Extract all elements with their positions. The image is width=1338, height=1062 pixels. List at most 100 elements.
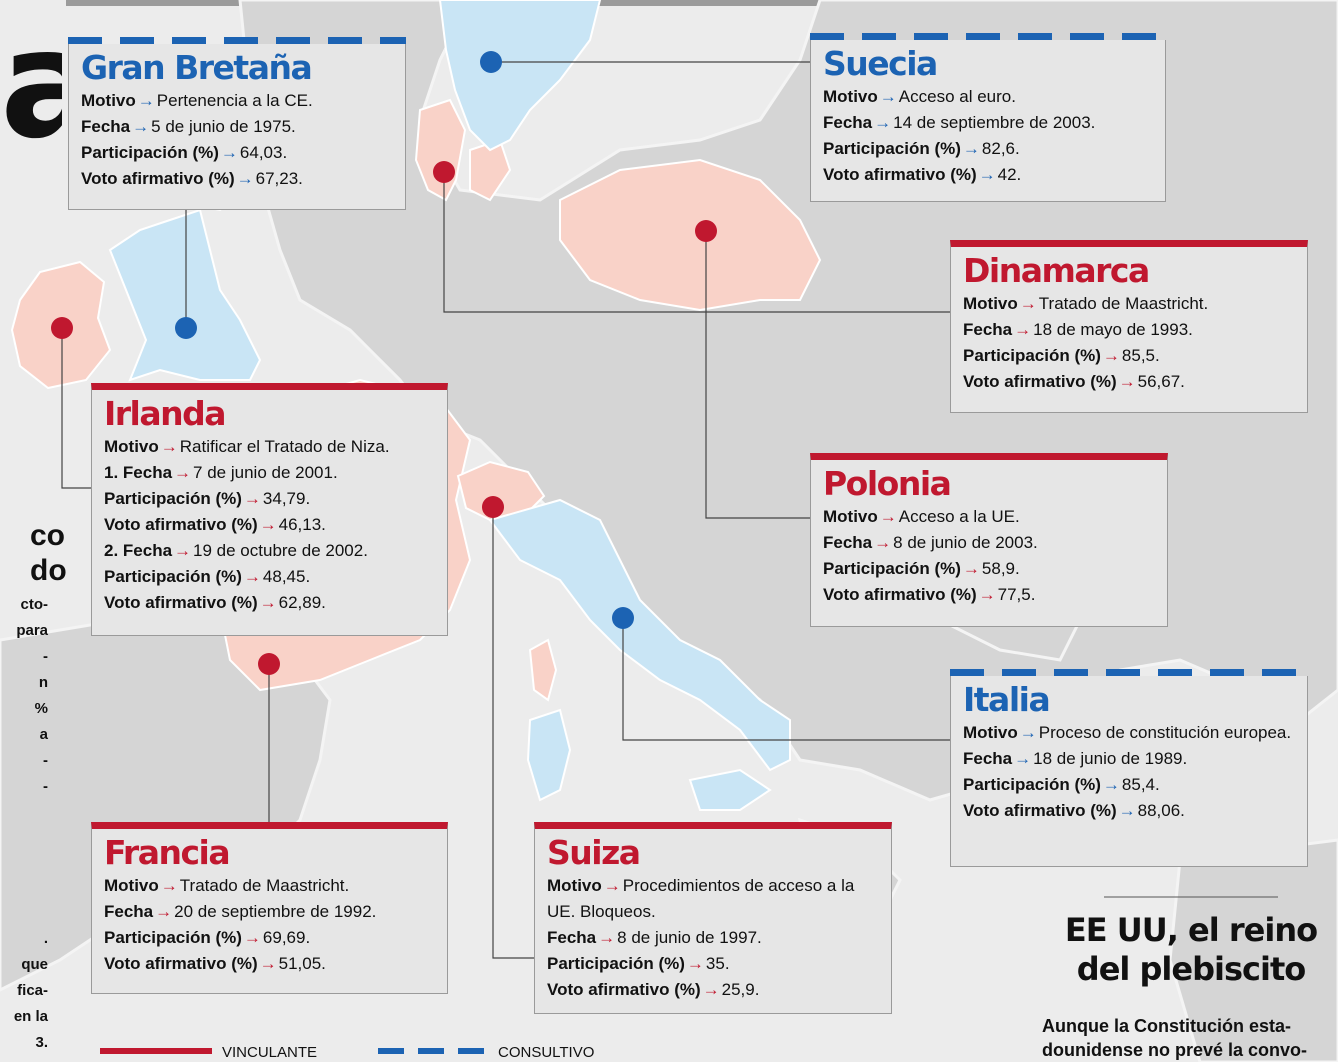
box-dinamarca: Dinamarca Motivo→Tratado de Maastricht. … (950, 240, 1308, 413)
arrow-icon: → (879, 507, 897, 526)
arrow-icon: → (220, 143, 238, 162)
label-motivo: Motivo (823, 87, 878, 106)
arrow-icon: → (598, 928, 616, 947)
label-voto: Voto afirmativo (%) (547, 980, 701, 999)
row-voto-1: Voto afirmativo (%)→46,13. (104, 512, 435, 538)
value-fecha: 18 de junio de 1989. (1033, 749, 1188, 768)
row-fecha-1: 1. Fecha→7 de junio de 2001. (104, 460, 435, 486)
island-sardinia (526, 708, 572, 802)
row-voto: Voto afirmativo (%)→25,9. (547, 977, 879, 1003)
article-body-line-1: Aunque la Constitución esta- (1042, 1016, 1292, 1036)
box-irlanda: Irlanda Motivo→Ratificar el Tratado de N… (91, 383, 448, 636)
row-voto: Voto afirmativo (%)→67,23. (81, 166, 393, 192)
row-participacion-2: Participación (%)→48,45. (104, 564, 435, 590)
row-motivo: Motivo→Acceso al euro. (823, 84, 1153, 110)
legend-vinculante-swatch (100, 1048, 212, 1054)
arrow-icon: → (174, 463, 192, 482)
island-corsica (528, 638, 558, 702)
box-title: Irlanda (104, 394, 227, 433)
value-participacion: 64,03. (239, 143, 288, 162)
arrow-icon: → (137, 91, 155, 110)
row-fecha: Fecha→20 de septiembre de 1992. (104, 899, 435, 925)
value-fecha: 20 de septiembre de 1992. (174, 902, 377, 921)
row-fecha: Fecha→8 de junio de 2003. (823, 530, 1155, 556)
arrow-icon: → (1118, 801, 1136, 820)
value-participacion: 85,4. (1121, 775, 1160, 794)
left-text-line: en la (13, 1008, 48, 1025)
left-big-letter: a (0, 10, 62, 160)
arrow-icon: → (160, 876, 178, 895)
label-voto: Voto afirmativo (%) (963, 372, 1117, 391)
label-fecha: Fecha (963, 320, 1013, 339)
marker-gran-bretana (175, 317, 197, 339)
marker-dinamarca (433, 161, 455, 183)
arrow-icon: → (1014, 320, 1032, 339)
row-fecha: Fecha→8 de junio de 1997. (547, 925, 879, 951)
value-voto: 25,9. (721, 980, 760, 999)
box-title: Francia (104, 833, 231, 872)
box-title: Italia (963, 680, 1051, 719)
label-participacion: Participación (%) (81, 143, 219, 162)
value-voto: 77,5. (997, 585, 1036, 604)
label-voto-1: Voto afirmativo (%) (104, 515, 258, 534)
arrow-icon: → (702, 980, 720, 999)
left-text-line: a (39, 726, 48, 743)
article-body-line-2: dounidense no prevé la convo- (1042, 1040, 1308, 1060)
article-title-line-2: del plebiscito (1076, 950, 1306, 988)
label-voto-2: Voto afirmativo (%) (104, 593, 258, 612)
legend-vinculante-label: VINCULANTE (222, 1044, 318, 1061)
arrow-icon: → (603, 876, 621, 895)
arrow-icon: → (236, 169, 254, 188)
value-motivo: Acceso al euro. (898, 87, 1016, 106)
value-fecha: 5 de junio de 1975. (151, 117, 296, 136)
value-voto: 88,06. (1137, 801, 1185, 820)
row-voto: Voto afirmativo (%)→51,05. (104, 951, 435, 977)
box-suiza: Suiza Motivo→Procedimientos de acceso a … (534, 822, 892, 1014)
label-voto: Voto afirmativo (%) (963, 801, 1117, 820)
arrow-icon: → (1019, 723, 1037, 742)
label-fecha: Fecha (81, 117, 131, 136)
box-title: Dinamarca (963, 251, 1150, 290)
leader-dinamarca (443, 172, 950, 313)
country-italy (488, 498, 791, 772)
box-suecia: Suecia Motivo→Acceso al euro. Fecha→14 d… (810, 33, 1166, 202)
article-title-line-1: EE UU, el reino (1064, 911, 1318, 949)
row-participacion: Participación (%)→69,69. (104, 925, 435, 951)
left-text-line: . (43, 930, 48, 947)
value-motivo: Acceso a la UE. (898, 507, 1020, 526)
arrow-icon: → (1118, 372, 1136, 391)
row-fecha: Fecha→5 de junio de 1975. (81, 114, 393, 140)
arrow-icon: → (259, 593, 277, 612)
row-voto: Voto afirmativo (%)→88,06. (963, 798, 1295, 824)
row-motivo: Motivo→Tratado de Maastricht. (104, 873, 435, 899)
box-italia: Italia Motivo→Proceso de constitución eu… (950, 669, 1308, 867)
label-participacion: Participación (%) (547, 954, 685, 973)
row-motivo: Motivo→Acceso a la UE. (823, 504, 1155, 530)
row-participacion: Participación (%)→85,5. (963, 343, 1295, 369)
row-motivo: Motivo→Procedimientos de acceso a la UE.… (547, 873, 879, 925)
value-motivo: Tratado de Maastricht. (179, 876, 350, 895)
arrow-icon: → (259, 515, 277, 534)
arrow-icon: → (879, 87, 897, 106)
row-participacion: Participación (%)→85,4. (963, 772, 1295, 798)
value-motivo: Procedimientos de acceso a la UE. Bloque… (547, 876, 855, 921)
label-participacion: Participación (%) (963, 346, 1101, 365)
value-voto-2: 62,89. (278, 593, 326, 612)
country-poland (559, 158, 822, 312)
value-voto-1: 46,13. (278, 515, 326, 534)
marker-polonia (695, 220, 717, 242)
leader-irlanda (61, 328, 91, 489)
value-motivo: Ratificar el Tratado de Niza. (179, 437, 390, 456)
value-participacion: 82,6. (981, 139, 1020, 158)
label-participacion: Participación (%) (963, 775, 1101, 794)
row-voto: Voto afirmativo (%)→42. (823, 162, 1153, 188)
box-francia: Francia Motivo→Tratado de Maastricht. Fe… (91, 822, 448, 994)
arrow-icon: → (132, 117, 150, 136)
arrow-icon: → (978, 585, 996, 604)
value-fecha: 14 de septiembre de 2003. (893, 113, 1096, 132)
label-fecha: Fecha (823, 113, 873, 132)
left-text-line: n (38, 674, 48, 691)
row-motivo: Motivo→Ratificar el Tratado de Niza. (104, 434, 435, 460)
island-sicily (688, 768, 772, 811)
label-motivo: Motivo (547, 876, 602, 895)
